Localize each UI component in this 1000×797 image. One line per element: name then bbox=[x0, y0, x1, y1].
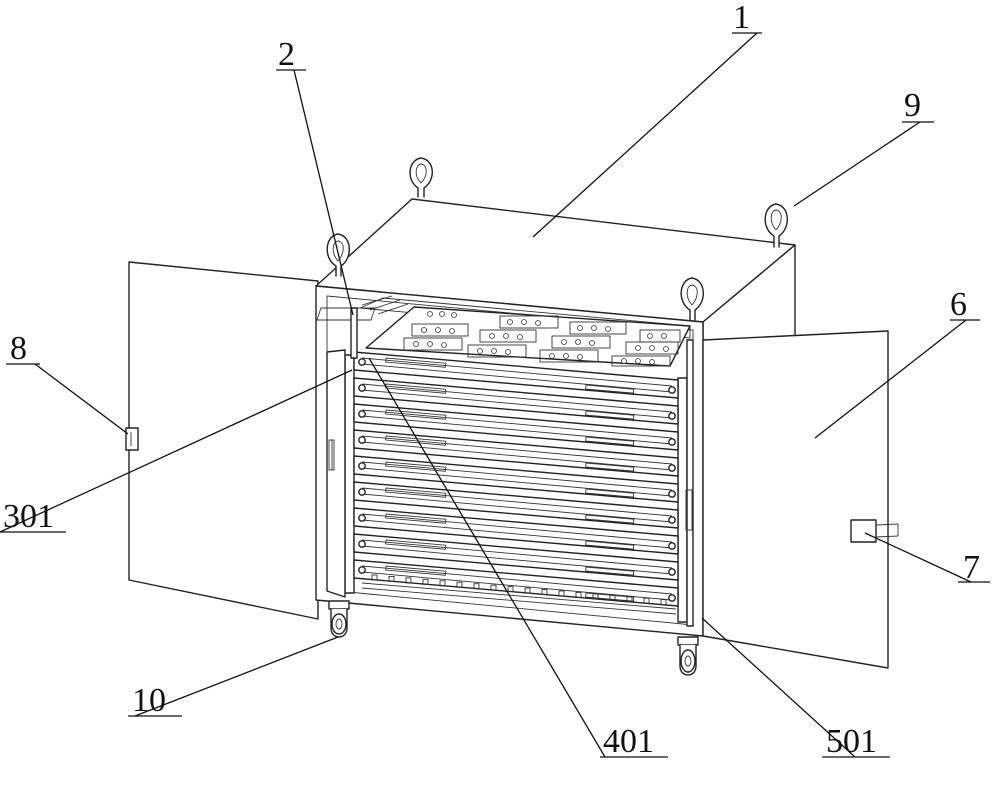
lifting-ring-icon bbox=[764, 203, 788, 248]
tray-handle-slot bbox=[385, 539, 447, 550]
casters bbox=[328, 600, 699, 676]
left-rack-post bbox=[344, 354, 355, 594]
leader-lines bbox=[0, 32, 990, 758]
caster-wheel-icon bbox=[328, 600, 350, 638]
tray bbox=[353, 507, 679, 555]
tray bbox=[353, 403, 679, 451]
tray bbox=[353, 559, 679, 607]
egg-tray bbox=[316, 306, 691, 367]
right-door bbox=[702, 330, 899, 669]
callout-301: 301 bbox=[3, 498, 54, 535]
tray-bolt bbox=[668, 386, 676, 394]
callout-8: 8 bbox=[10, 330, 27, 367]
tray-bolt bbox=[358, 462, 366, 470]
tray-handle-slot bbox=[585, 462, 635, 472]
tray-handle-slot bbox=[385, 435, 447, 446]
tray-handle-slot bbox=[585, 410, 635, 420]
tray bbox=[353, 481, 679, 529]
callout-1: 1 bbox=[733, 0, 750, 36]
tray-handle-slot bbox=[585, 540, 635, 550]
tray-bolt bbox=[358, 436, 366, 444]
tray-bolt bbox=[668, 568, 676, 576]
tray-handle-slot bbox=[385, 409, 447, 420]
callout-7: 7 bbox=[963, 549, 980, 586]
right-door-latch bbox=[850, 519, 899, 543]
tray-bolt bbox=[358, 540, 366, 548]
tray-handle-slot bbox=[585, 566, 635, 576]
tray-handle-slot bbox=[585, 384, 635, 394]
leader-501 bbox=[701, 617, 856, 758]
tray-handle-slot bbox=[385, 461, 447, 472]
bottom-pegs bbox=[371, 574, 667, 606]
tray-handle-slot bbox=[385, 565, 447, 576]
left-door-latch bbox=[125, 427, 139, 451]
callout-501: 501 bbox=[826, 723, 877, 760]
callout-2: 2 bbox=[278, 36, 295, 73]
leader-8 bbox=[34, 363, 129, 435]
leader-7 bbox=[864, 532, 972, 583]
tray-bolt bbox=[358, 488, 366, 496]
tray-handle-slot bbox=[585, 488, 635, 498]
tray bbox=[353, 351, 679, 399]
leader-9 bbox=[793, 121, 921, 207]
tray-bolt bbox=[668, 464, 676, 472]
leader-401 bbox=[368, 357, 606, 758]
tray bbox=[353, 429, 679, 477]
tray-bolt bbox=[358, 384, 366, 392]
tray-handle-slot bbox=[585, 436, 635, 446]
leader-1 bbox=[532, 32, 758, 238]
leader-2 bbox=[293, 69, 354, 316]
tray-bolt bbox=[668, 438, 676, 446]
tray-bolt bbox=[668, 490, 676, 498]
vertical-rod bbox=[350, 307, 358, 359]
right-side-rail bbox=[686, 339, 694, 627]
callout-10: 10 bbox=[132, 682, 166, 719]
tray-handle-slot bbox=[385, 357, 447, 368]
left-side-rail bbox=[326, 349, 346, 598]
lifting-ring-icon bbox=[409, 157, 433, 198]
tray-bolt bbox=[358, 514, 366, 522]
callout-9: 9 bbox=[904, 87, 921, 124]
tray-rack bbox=[316, 295, 694, 627]
callout-6: 6 bbox=[950, 286, 967, 323]
tray-bolt bbox=[668, 412, 676, 420]
tray-bolt bbox=[358, 566, 366, 574]
tray-bolt bbox=[668, 594, 676, 602]
callout-labels: 1 2 6 7 8 9 10 301 401 501 bbox=[3, 0, 980, 760]
tray-bolt bbox=[358, 358, 366, 366]
leader-6 bbox=[814, 319, 967, 439]
caster-wheel-icon bbox=[677, 636, 699, 676]
bottom-bolt-row bbox=[361, 582, 677, 615]
tray-handle-slot bbox=[385, 487, 447, 498]
tray bbox=[353, 377, 679, 425]
tray-bolt bbox=[668, 542, 676, 550]
leader-301 bbox=[0, 369, 353, 533]
left-door bbox=[125, 261, 319, 620]
tray-stack bbox=[353, 351, 679, 607]
leader-10 bbox=[134, 636, 339, 717]
tray bbox=[353, 533, 679, 581]
tray-bolt bbox=[358, 410, 366, 418]
tray-handle-slot bbox=[585, 514, 635, 524]
tray-handle-slot bbox=[385, 513, 447, 524]
tray bbox=[353, 455, 679, 503]
tray-bolt bbox=[668, 516, 676, 524]
lifting-ring-icon bbox=[680, 277, 704, 321]
callout-401: 401 bbox=[603, 723, 654, 760]
